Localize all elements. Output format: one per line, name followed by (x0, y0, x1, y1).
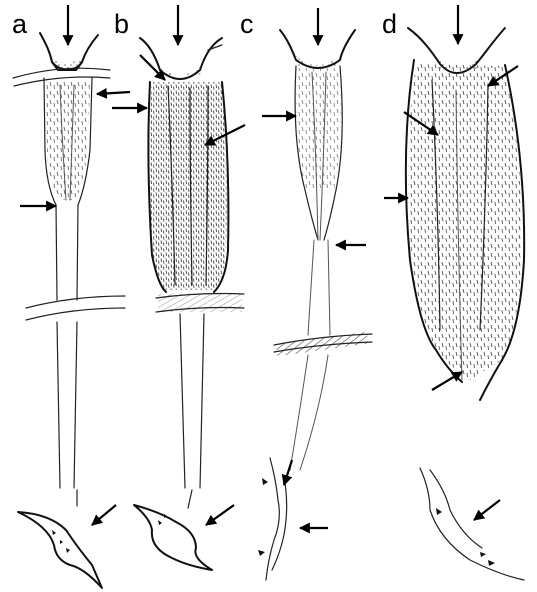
panel-c-stalk (274, 240, 372, 470)
arrow-b-inner-left (140, 55, 165, 80)
panel-a-apex (13, 33, 110, 86)
panel-label-c: c (240, 9, 254, 39)
panel-b-body (148, 82, 228, 292)
panel-b: b (112, 5, 245, 570)
panel-b-stalk (156, 294, 244, 509)
arrow-c-seed-top (284, 460, 292, 485)
panel-a-body (44, 78, 92, 205)
arrow-a-seed (92, 505, 116, 525)
panel-d: d (382, 5, 524, 580)
panel-a: a (12, 5, 130, 588)
panel-c: c (240, 8, 372, 580)
panel-c-body (295, 66, 342, 240)
arrow-d-seed (474, 500, 500, 520)
panel-label-b: b (114, 9, 129, 39)
panel-label-d: d (382, 9, 397, 39)
panel-c-seed (258, 458, 287, 580)
arrow-a-body (97, 92, 130, 94)
panel-b-apex (140, 38, 222, 79)
arrow-d-base (432, 372, 462, 390)
panel-a-seed (18, 512, 102, 588)
arrow-b-seed (206, 505, 234, 525)
panel-b-seed (134, 505, 212, 570)
panel-d-seed (420, 468, 524, 580)
panel-d-body (406, 60, 524, 400)
panel-a-stalk (26, 205, 125, 506)
panel-label-a: a (12, 9, 28, 39)
